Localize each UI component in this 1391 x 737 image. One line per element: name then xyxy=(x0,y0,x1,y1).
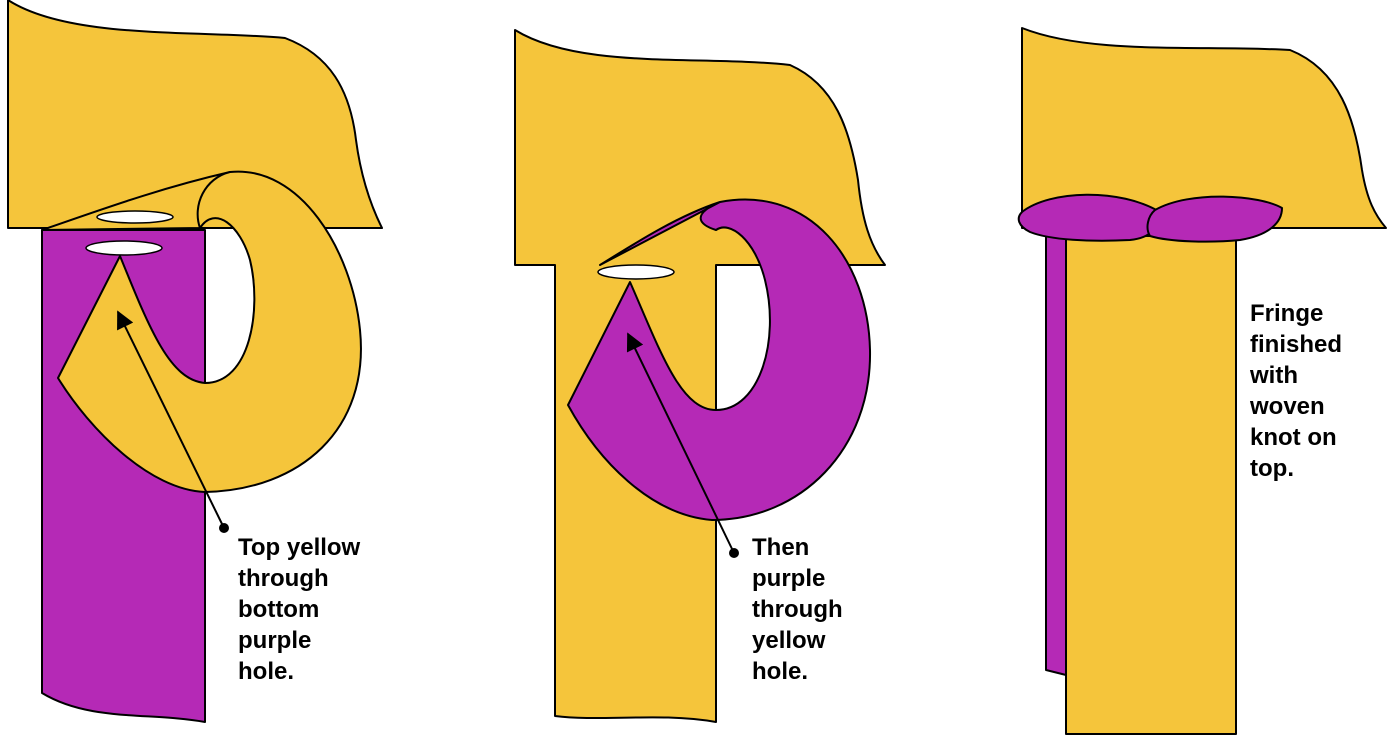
panel-3-knot-left-lobe xyxy=(1019,195,1160,241)
panel-2-caption-line: Then xyxy=(752,532,843,563)
panel-1-caption-line: purple xyxy=(238,625,360,656)
panel-3-knot-right-lobe xyxy=(1148,197,1282,242)
panel-1-caption-line: through xyxy=(238,563,360,594)
panel-1-caption-line: Top yellow xyxy=(238,532,360,563)
panel-2-caption-line: hole. xyxy=(752,656,843,687)
panel-1-pointer-dot xyxy=(219,523,229,533)
panel-3-caption-line: with xyxy=(1250,360,1342,391)
panel-1-purple-hole xyxy=(86,241,162,255)
panel-2-caption-line: through xyxy=(752,594,843,625)
panel-2-pointer-dot xyxy=(729,548,739,558)
panel-1-caption-line: hole. xyxy=(238,656,360,687)
panel-1-caption: Top yellow through bottom purple hole. xyxy=(238,532,360,687)
panel-3-caption-line: Fringe xyxy=(1250,298,1342,329)
panel-1-caption-line: bottom xyxy=(238,594,360,625)
panel-2-caption-line: purple xyxy=(752,563,843,594)
panel-1-yellow-hole xyxy=(97,211,173,223)
panel-3-yellow-strand xyxy=(1066,236,1236,734)
panel-3-caption: Fringe finished with woven knot on top. xyxy=(1250,298,1342,484)
panel-2-caption: Then purple through yellow hole. xyxy=(752,532,843,687)
panel-3-caption-line: woven xyxy=(1250,391,1342,422)
panel-3-caption-line: top. xyxy=(1250,453,1342,484)
panel-2-caption-line: yellow xyxy=(752,625,843,656)
panel-3-caption-line: knot on xyxy=(1250,422,1342,453)
panel-3-caption-line: finished xyxy=(1250,329,1342,360)
panel-2-yellow-hole xyxy=(598,265,674,279)
